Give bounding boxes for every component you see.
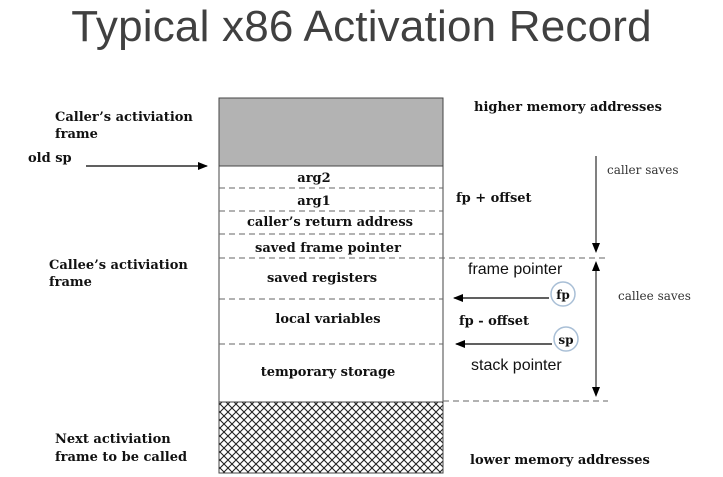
slot-dividers (219, 187, 608, 402)
lower-memory-label: lower memory addresses (470, 453, 650, 468)
frame-pointer-label: frame pointer (468, 261, 563, 278)
fp-circle-label: fp (556, 288, 570, 302)
slot-temporary-storage: temporary storage (261, 365, 396, 380)
fp-plus-offset-label: fp + offset (456, 191, 532, 206)
caller-saves-label: caller saves (607, 163, 679, 177)
fp-minus-offset-label: fp - offset (459, 314, 529, 329)
next-frame-block (218, 401, 444, 474)
stack-pointer-label: stack pointer (471, 357, 562, 374)
slot-saved-frame-pointer: saved frame pointer (255, 241, 401, 256)
slot-arg1: arg1 (297, 194, 330, 209)
slot-return-address: caller’s return address (247, 215, 413, 230)
callee-frame-label-line1: Callee’s activiation (49, 258, 188, 273)
caller-frame-label-line1: Caller’s activiation (55, 110, 193, 125)
old-sp-label: old sp (28, 151, 72, 166)
callee-frame-label-line2: frame (49, 275, 92, 290)
next-frame-label-line1: Next activiation (55, 432, 171, 447)
sp-circle (553, 326, 579, 352)
slot-local-variables: local variables (275, 312, 380, 327)
fp-circle (550, 281, 576, 307)
caller-frame-label-line2: frame (55, 127, 98, 142)
next-frame-label-line2: frame to be called (55, 450, 187, 465)
page-title: Typical x86 Activation Record (71, 2, 652, 51)
sp-circle-label: sp (558, 333, 573, 347)
slot-arg2: arg2 (297, 171, 330, 186)
slot-saved-registers: saved registers (267, 271, 377, 286)
callee-saves-label: callee saves (618, 289, 691, 303)
caller-frame-block (218, 97, 444, 167)
callee-frame-block (218, 165, 444, 403)
higher-memory-label: higher memory addresses (474, 100, 662, 115)
